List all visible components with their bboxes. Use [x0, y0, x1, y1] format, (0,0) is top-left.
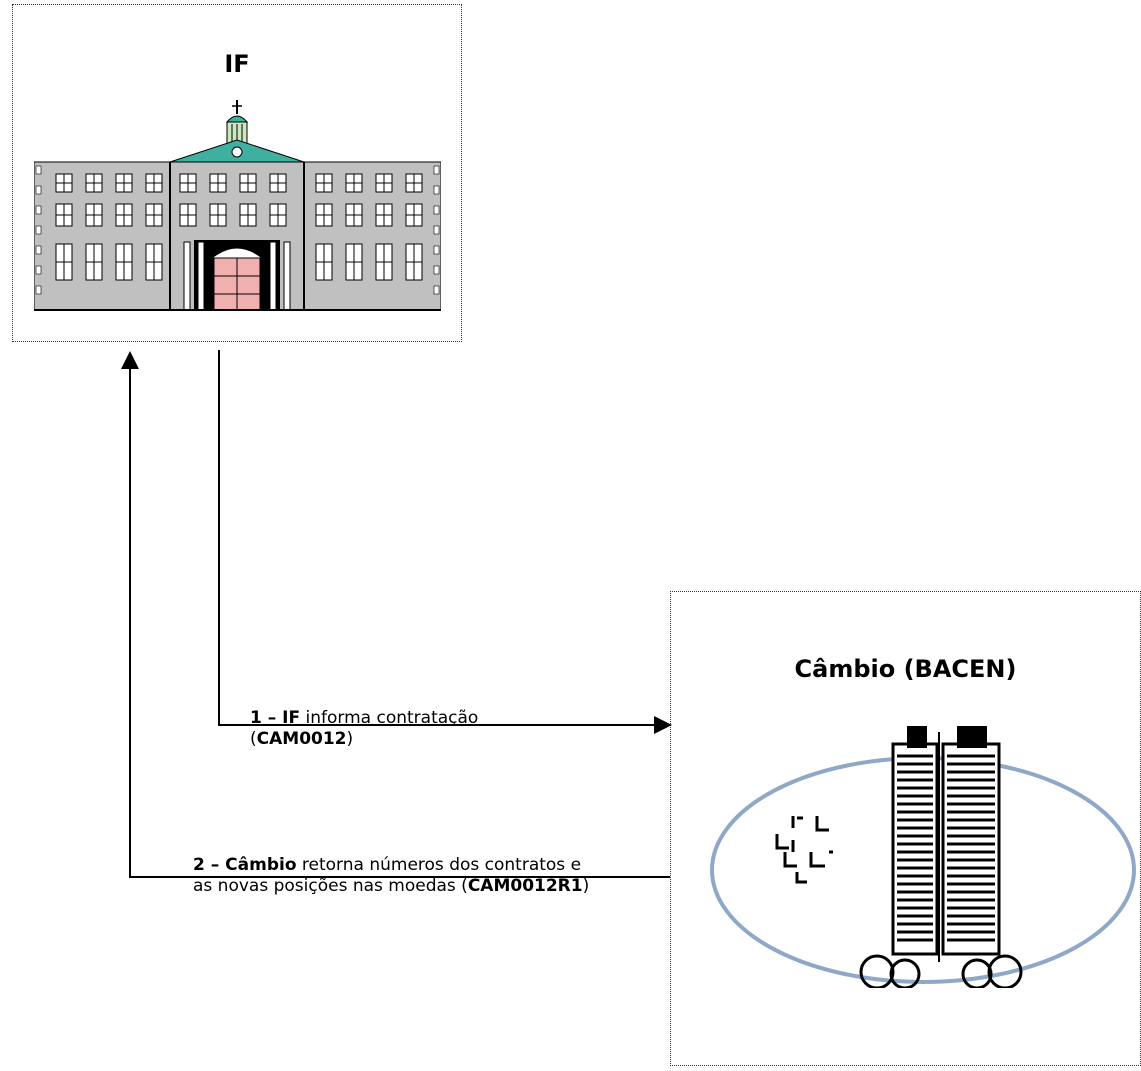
step2-label: 2 – Câmbio retorna números dos contratos… — [193, 855, 589, 897]
step1-number: 1 – IF — [250, 708, 301, 728]
step1-paren-open: ( — [250, 729, 257, 749]
step1-code: CAM0012 — [256, 729, 347, 749]
arrowhead-to-if — [121, 351, 139, 369]
step1-text: informa contratação — [300, 708, 479, 728]
step2-text-line2: as novas posições nas moedas ( — [193, 876, 468, 896]
bacen-building-icon — [710, 726, 1136, 988]
step1-label: 1 – IF informa contratação (CAM0012) — [250, 708, 478, 750]
cambio-box: Câmbio (BACEN) — [670, 591, 1141, 1066]
step2-text: retorna números dos contratos e — [296, 855, 582, 875]
cambio-title: Câmbio (BACEN) — [794, 655, 1017, 683]
step2-number: 2 – Câmbio — [193, 855, 297, 875]
arrow-cambio-to-if — [129, 368, 670, 878]
if-title: IF — [224, 50, 250, 78]
step2-paren-close: ) — [582, 876, 590, 896]
tower-floors — [897, 754, 995, 942]
window-grid — [55, 173, 423, 281]
step1-paren-close: ) — [346, 729, 354, 749]
step2-code: CAM0012R1 — [467, 876, 583, 896]
bank-building-icon — [34, 100, 441, 311]
arrow-if-to-cambio — [218, 350, 655, 726]
if-box: IF — [12, 4, 462, 342]
